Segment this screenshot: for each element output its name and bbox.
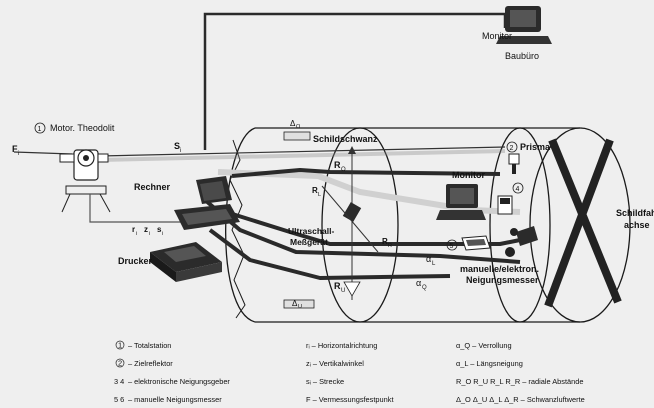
alpha-l-label: α [426,254,431,264]
neigungsgeber-3 [505,226,538,257]
alpha-q-label: α [416,278,421,288]
si-small-label: s [157,225,162,234]
legend-col2-item-2: zᵢ – Vertikalwinkel [306,359,364,368]
legend-col3-item-3: R_O R_U R_L R_R – radiale Abstände [456,377,584,386]
alpha-q-sub: Q [422,285,427,291]
tunnel-shield [225,127,631,323]
si-sub: i [180,148,181,154]
legend-col2-item-1: rᵢ – Horizontalrichtung [306,341,377,350]
delta-u-sub: U [298,304,302,310]
fi-sub: i [18,151,19,157]
zi-label: z [144,225,148,234]
prisma-label: Prisma [520,142,551,152]
neigungsmesser-5 [461,235,491,251]
legend-sym-2: 2 [118,359,122,368]
manuelle-label: manuelle/elektron. [460,264,539,274]
marker-5-circle [446,239,458,251]
neigungsmesser-label: Neigungsmesser [466,275,539,285]
marker-5: 5 [450,243,454,250]
face-cross-a [548,138,622,304]
marker-4-circle [512,182,524,194]
ri-sub: i [136,231,137,237]
legend: 1 – Totalstation 2 – Zielreflektor 3 4 –… [114,341,585,405]
arrow-up [348,146,356,154]
bauburo-label: Baubüro [505,51,539,61]
radial-diagonal [321,185,379,253]
delta-o-sub: O [296,124,301,130]
schildfahr-label: Schildfahr [616,208,654,218]
legend-col1-item-1: – Totalstation [128,341,171,350]
delta-u-label: Δ [292,299,298,308]
ultraschall-device [342,202,362,222]
fi-label: F [12,144,18,154]
legend-col3-item-1: α_Q – Verrollung [456,341,512,350]
delta-o-label: Δ [290,119,296,128]
legend-col2-item-4: F – Vermessungsfestpunkt [306,395,394,404]
monitor-top-label: Monitor [482,31,512,41]
legend-col3-item-4: Δ_O Δ_U Δ_L Δ_R – Schwanzluftwerte [456,395,585,404]
delta-o-marker [283,131,311,141]
face-cross-b [544,138,614,308]
ro-label: R [334,160,341,170]
alpha-l-sub: L [432,261,436,267]
ri-label: r [132,225,135,234]
cable-theodolite-rechner [89,194,200,223]
ultraschall-label-2: Meßgerät [290,237,328,247]
schildschwanz-label: Schildschwanz [313,134,378,144]
legend-col-3: α_Q – Verrollung α_L – Längsneigung R_O … [456,341,585,404]
marker-2: 2 [510,145,514,152]
legend-col1-item-3: – elektronische Neigungsgeber [128,377,230,386]
si-label: S [174,141,180,151]
delta-u-marker [283,299,315,309]
cable-harness [203,168,521,280]
shield-break-line [229,139,246,319]
legend-col1-item-4: – manuelle Neigungsmesser [128,395,222,404]
drucker-printer [150,242,222,282]
si-small-sub: i [162,231,163,237]
legend-col2-item-3: sᵢ – Strecke [306,377,344,386]
legend-sym-1: 1 [118,341,122,350]
theodolite [59,149,111,213]
bauburo-monitor [496,6,552,44]
legend-col-2: rᵢ – Horizontalrichtung zᵢ – Vertikalwin… [306,341,394,404]
legend-col-1: 1 – Totalstation 2 – Zielreflektor 3 4 –… [114,341,230,405]
marker-1: 1 [38,126,42,133]
rr-sub: R [388,243,392,249]
legend-sym-5-6: 5 6 [114,395,124,404]
neigungsgeber-4 [497,195,513,215]
rl-label: R [312,186,318,195]
theodolit-label: Motor. Theodolit [50,123,115,133]
inner-monitor [436,184,486,220]
zi-sub: i [149,231,150,237]
rl-sub: L [318,192,321,198]
arrow-down [343,281,361,297]
prisma-reflector [508,153,520,174]
ru-label: R [334,281,341,291]
axis-band-upper [217,169,521,215]
sight-beam [99,149,506,162]
cable-to-bauburo [203,12,507,150]
ultraschall-label-1: Ultraschall- [288,226,334,236]
marker-4: 4 [516,186,520,193]
legend-sym-3-4: 3 4 [114,377,124,386]
ro-sub: O [341,167,346,173]
rechner-label: Rechner [134,182,171,192]
drucker-label: Drucker [118,256,153,266]
sight-line-si [99,146,506,157]
legend-col1-item-2: – Zielreflektor [128,359,173,368]
achse-label: achse [624,220,650,230]
rr-label: R [382,237,388,246]
legend-col3-item-2: α_L – Längsneigung [456,359,523,368]
marker-1-circle [34,122,46,134]
ru-sub: U [341,288,345,294]
marker-2-circle [506,141,518,153]
rechner-computer [174,176,240,230]
monitor-inner-label: Monitor [452,170,485,180]
